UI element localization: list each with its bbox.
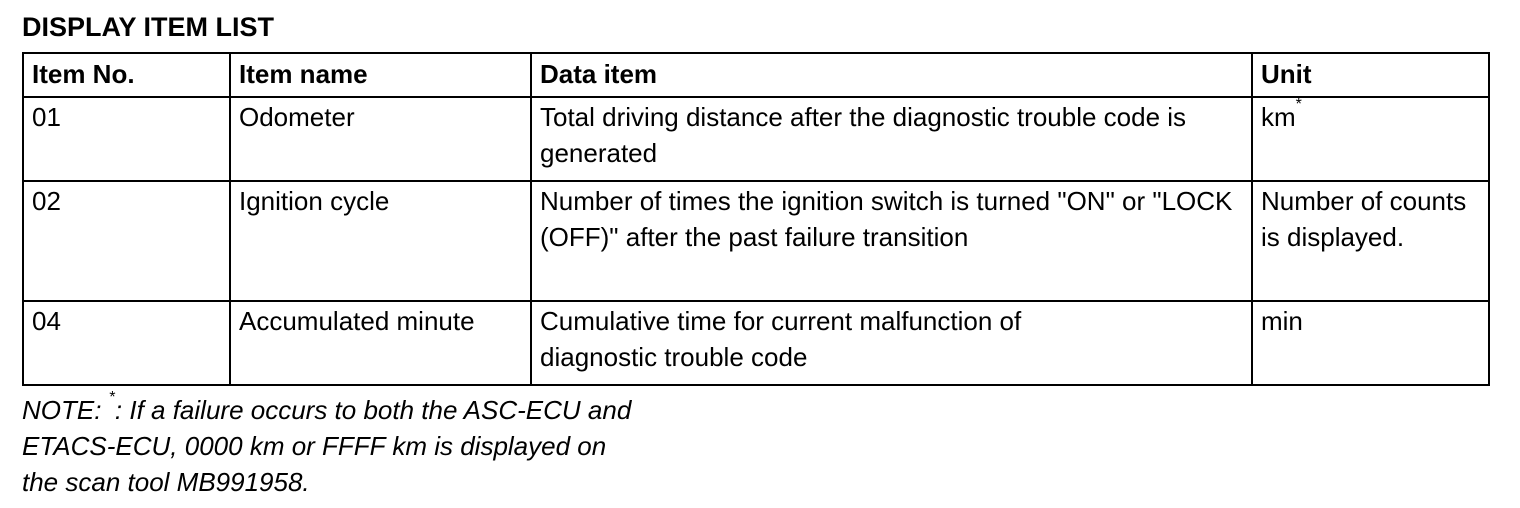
- footnote-line: ETACS-ECU, 0000 km or FFFF km is display…: [22, 431, 607, 461]
- cell-unit: Number of counts is displayed.: [1251, 180, 1490, 302]
- cell-unit: min: [1251, 300, 1490, 386]
- table-row: 02 Ignition cycle Number of times the ig…: [22, 180, 1490, 302]
- header-unit: Unit: [1251, 52, 1490, 98]
- cell-data-item: Number of times the ignition switch is t…: [530, 180, 1253, 302]
- footnote: NOTE: *: If a failure occurs to both the…: [22, 389, 742, 500]
- cell-item-no: 02: [22, 180, 231, 302]
- footnote-mark: *: [108, 389, 115, 406]
- cell-item-name: Ignition cycle: [229, 180, 532, 302]
- table-header-row: Item No. Item name Data item Unit: [22, 52, 1490, 98]
- table-row: 01 Odometer Total driving distance after…: [22, 96, 1490, 182]
- header-item-name: Item name: [229, 52, 532, 98]
- cell-item-name: Odometer: [229, 96, 532, 182]
- table-row: 04 Accumulated minute Cumulative time fo…: [22, 300, 1490, 386]
- unit-text: km: [1261, 102, 1296, 132]
- unit-footnote-mark: *: [1295, 96, 1302, 113]
- footnote-text: : If a failure occurs to both the ASC-EC…: [114, 395, 632, 425]
- footnote-line: NOTE: *: If a failure occurs to both the…: [22, 389, 742, 428]
- cell-item-no: 01: [22, 96, 231, 182]
- document-title: DISPLAY ITEM LIST: [22, 12, 275, 42]
- display-item-table: Item No. Item name Data item Unit 01 Odo…: [22, 52, 1490, 386]
- footnote-prefix: NOTE:: [22, 395, 109, 425]
- cell-item-name: Accumulated minute: [229, 300, 532, 386]
- header-data-item: Data item: [530, 52, 1253, 98]
- cell-data-item: Cumulative time for current malfunction …: [530, 300, 1253, 386]
- cell-unit: km*: [1251, 96, 1490, 182]
- footnote-line: the scan tool MB991958.: [22, 467, 310, 497]
- header-item-no: Item No.: [22, 52, 231, 98]
- cell-item-no: 04: [22, 300, 231, 386]
- cell-data-item: Total driving distance after the diagnos…: [530, 96, 1253, 182]
- document: DISPLAY ITEM LIST Item No. Item name Dat…: [22, 10, 1490, 500]
